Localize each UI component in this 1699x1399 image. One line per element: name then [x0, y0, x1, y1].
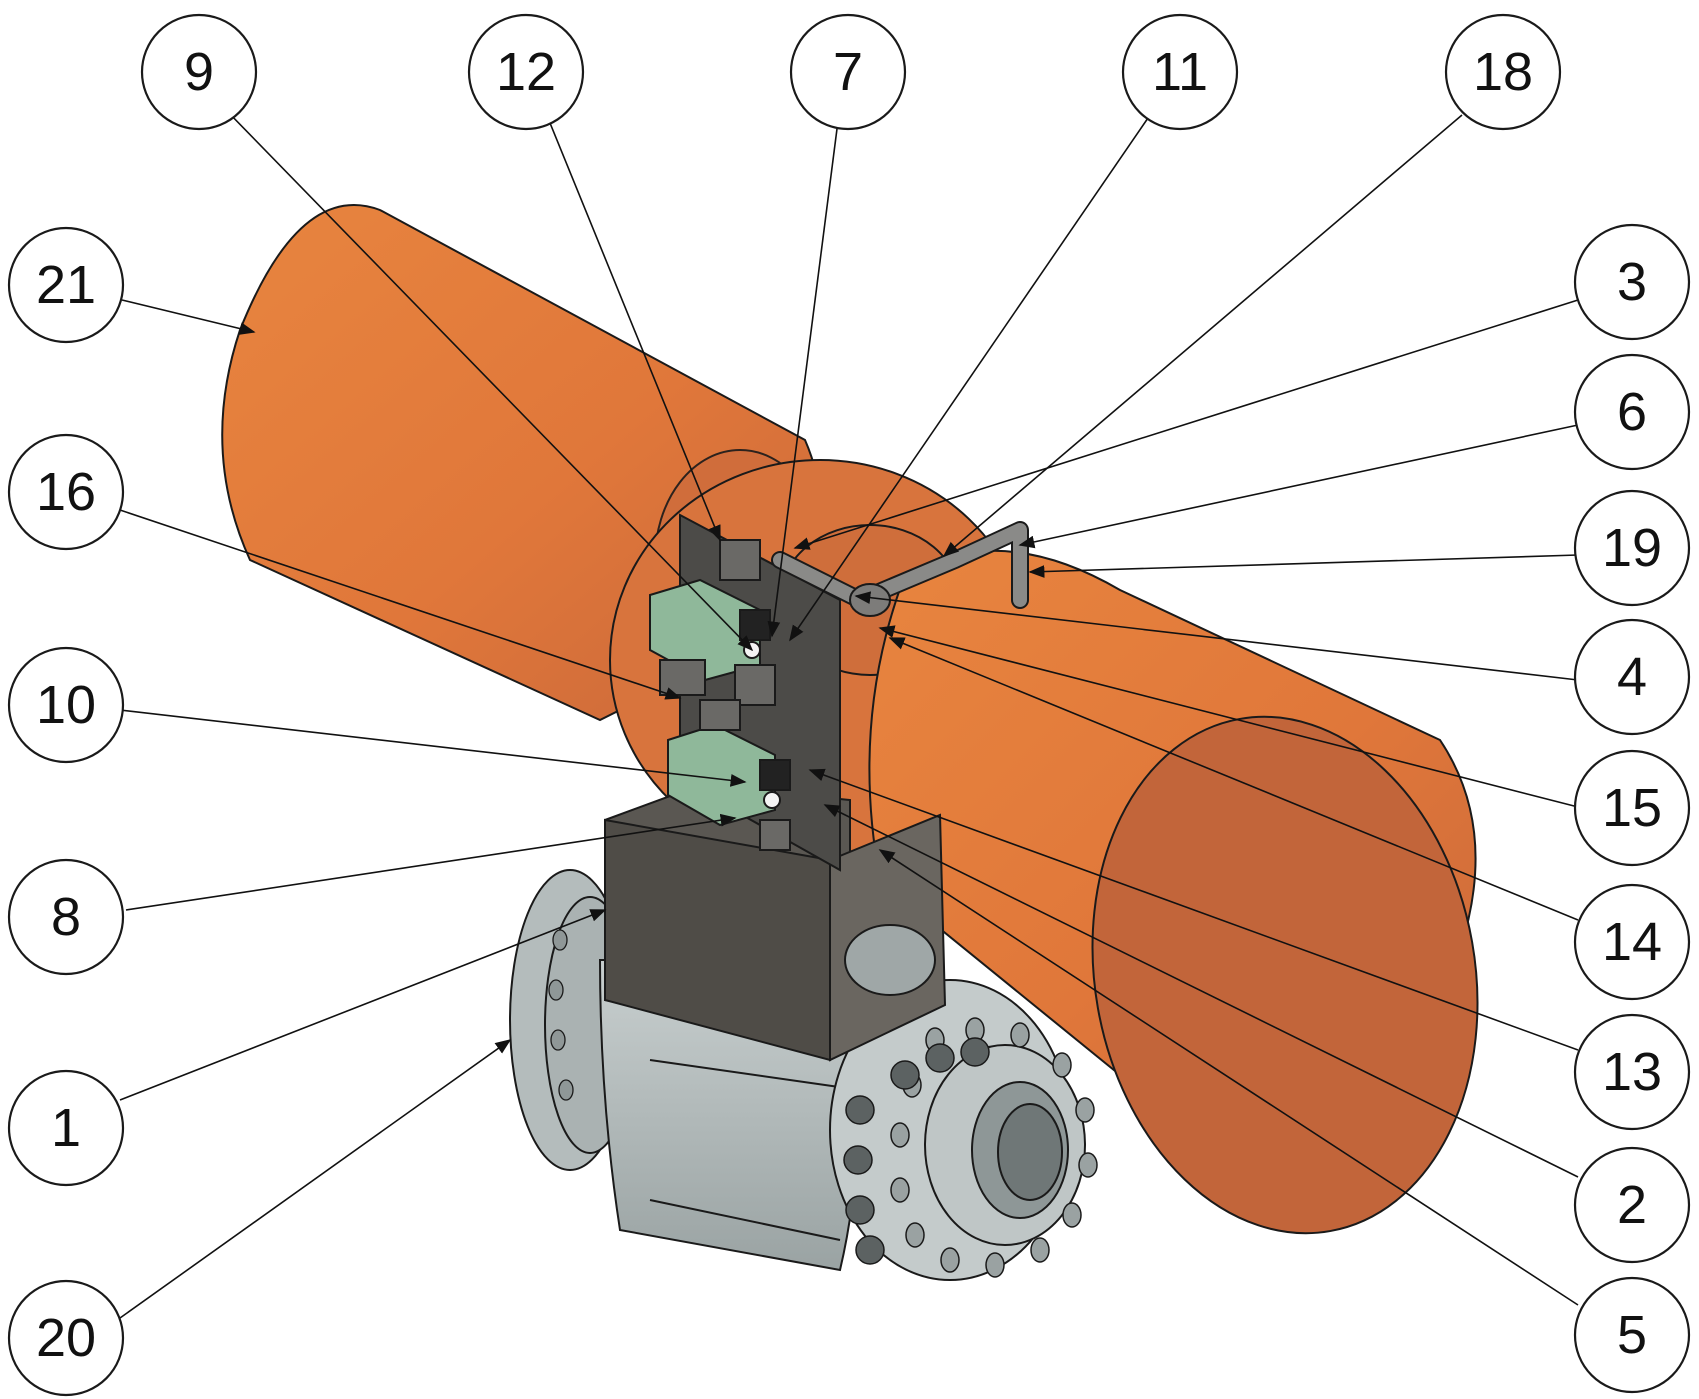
- svg-text:20: 20: [36, 1308, 96, 1368]
- balloon-14: 14: [1573, 883, 1691, 1001]
- svg-text:14: 14: [1602, 912, 1662, 972]
- leader-12: [549, 122, 721, 542]
- svg-text:15: 15: [1602, 778, 1662, 838]
- balloon-21: 21: [7, 226, 125, 344]
- balloon-18: 18: [1444, 13, 1562, 131]
- solenoid-valve-lower: [667, 723, 791, 827]
- svg-text:1: 1: [51, 1098, 81, 1158]
- balloon-16: 16: [7, 433, 125, 551]
- svg-text:7: 7: [833, 42, 863, 102]
- svg-text:8: 8: [51, 887, 81, 947]
- balloon-10: 10: [7, 646, 125, 764]
- svg-text:19: 19: [1602, 518, 1662, 578]
- leader-9: [225, 109, 754, 652]
- balloon-4: 4: [1573, 618, 1691, 736]
- svg-text:2: 2: [1617, 1175, 1647, 1235]
- leader-20: [119, 1039, 512, 1319]
- leader-1: [119, 909, 607, 1101]
- balloon-9: 9: [140, 13, 258, 131]
- leader-3: [793, 299, 1579, 550]
- leader-19: [1028, 554, 1579, 578]
- balloon-20: 20: [7, 1279, 125, 1397]
- pneumatic-piping: [771, 521, 1029, 617]
- svg-text:9: 9: [184, 42, 214, 102]
- leader-2: [823, 804, 1579, 1178]
- balloon-8: 8: [7, 858, 125, 976]
- svg-text:21: 21: [36, 255, 96, 315]
- leader-5: [878, 849, 1579, 1306]
- balloon-7: 7: [789, 13, 907, 131]
- svg-text:13: 13: [1602, 1042, 1662, 1102]
- svg-text:6: 6: [1617, 382, 1647, 442]
- leader-18: [942, 114, 1463, 558]
- svg-text:16: 16: [36, 462, 96, 522]
- balloon-11: 11: [1121, 13, 1239, 131]
- leader-21: [121, 299, 256, 335]
- actuator-cylinder-right: [868, 549, 1479, 1235]
- solenoid-valve-upper: [649, 578, 771, 682]
- leader-lines: [119, 109, 1579, 1319]
- leader-6: [1018, 424, 1579, 549]
- balloon-1: 1: [7, 1069, 125, 1187]
- balloon-15: 15: [1573, 749, 1691, 867]
- svg-text:3: 3: [1617, 252, 1647, 312]
- valve-body: [509, 869, 1098, 1281]
- leader-16: [119, 509, 682, 700]
- svg-text:18: 18: [1473, 42, 1533, 102]
- balloon-12: 12: [467, 13, 585, 131]
- leader-15: [878, 625, 1579, 808]
- balloons: 9 12 7 11 18 21 3 6: [7, 13, 1691, 1397]
- leader-10: [119, 709, 747, 787]
- fittings: [659, 539, 791, 851]
- leader-13: [808, 768, 1579, 1051]
- leader-4: [854, 591, 1579, 681]
- svg-text:10: 10: [36, 675, 96, 735]
- leader-14: [888, 637, 1579, 921]
- balloon-2: 2: [1573, 1146, 1691, 1264]
- balloon-3: 3: [1573, 223, 1691, 341]
- leader-11: [789, 117, 1149, 642]
- leader-8: [125, 813, 737, 911]
- balloon-6: 6: [1573, 353, 1691, 471]
- svg-text:4: 4: [1617, 647, 1647, 707]
- leader-7: [767, 120, 839, 638]
- balloon-13: 13: [1573, 1013, 1691, 1131]
- svg-text:5: 5: [1617, 1305, 1647, 1365]
- svg-text:12: 12: [496, 42, 556, 102]
- balloon-5: 5: [1573, 1276, 1691, 1394]
- balloon-19: 19: [1573, 489, 1691, 607]
- svg-text:11: 11: [1152, 42, 1208, 102]
